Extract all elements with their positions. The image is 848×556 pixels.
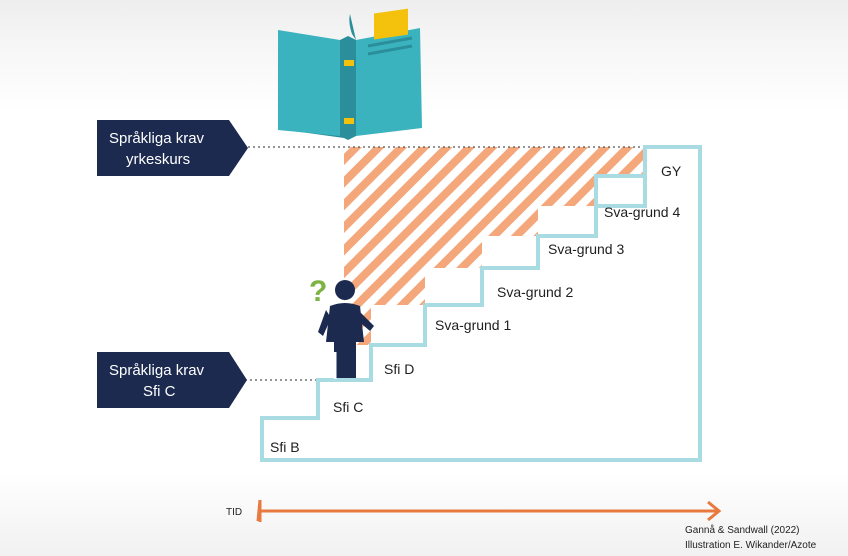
timeline-arrow	[256, 499, 722, 522]
step-risers	[596, 147, 647, 208]
flag-sfi-c: Språkliga krav Sfi C	[97, 352, 247, 408]
step-label: Sva-grund 1	[435, 317, 511, 333]
step-label: Sva-grund 4	[604, 204, 680, 220]
svg-text:yrkeskurs: yrkeskurs	[126, 151, 190, 168]
book-icon	[278, 8, 422, 140]
credit-illustration: Illustration E. Wikander/Azote	[685, 540, 817, 551]
flag-yrkeskurs: Språkliga krav yrkeskurs	[97, 120, 248, 176]
svg-text:Språkliga krav: Språkliga krav	[109, 130, 205, 147]
person-icon	[318, 280, 374, 379]
step-label: Sva-grund 3	[548, 241, 624, 257]
step-label: GY	[661, 163, 682, 179]
svg-text:Språkliga krav: Språkliga krav	[109, 362, 205, 379]
hatched-gap-area	[344, 147, 645, 345]
step-label: Sva-grund 2	[497, 284, 573, 300]
timeline-label: TID	[226, 507, 242, 518]
svg-text:Sfi C: Sfi C	[143, 383, 176, 400]
credit-authors: Gannå & Sandwall (2022)	[685, 524, 800, 536]
question-mark: ?	[309, 275, 327, 308]
step-label: Sfi D	[384, 361, 414, 377]
step-label: Sfi B	[270, 439, 300, 455]
step-label: Sfi C	[333, 399, 363, 415]
